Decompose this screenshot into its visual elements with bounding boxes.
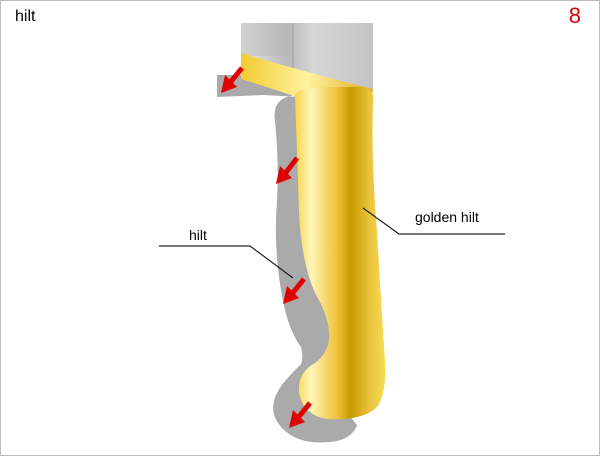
golden-hilt [241, 53, 386, 420]
hilt-label: hilt [189, 227, 207, 243]
hilt-leader-line [159, 245, 294, 279]
grey-hilt-main [217, 75, 357, 443]
arrow-down-left-icon [221, 66, 244, 93]
arrow-down-left-icon [289, 401, 312, 428]
arrow-down-left-icon [283, 277, 306, 304]
page-title: hilt [15, 8, 36, 25]
step-number: 8 [568, 3, 581, 28]
golden-hilt-label: golden hilt [415, 209, 479, 225]
golden-hilt-leader-line [362, 207, 505, 235]
arrow-down-left-icon [276, 156, 299, 184]
